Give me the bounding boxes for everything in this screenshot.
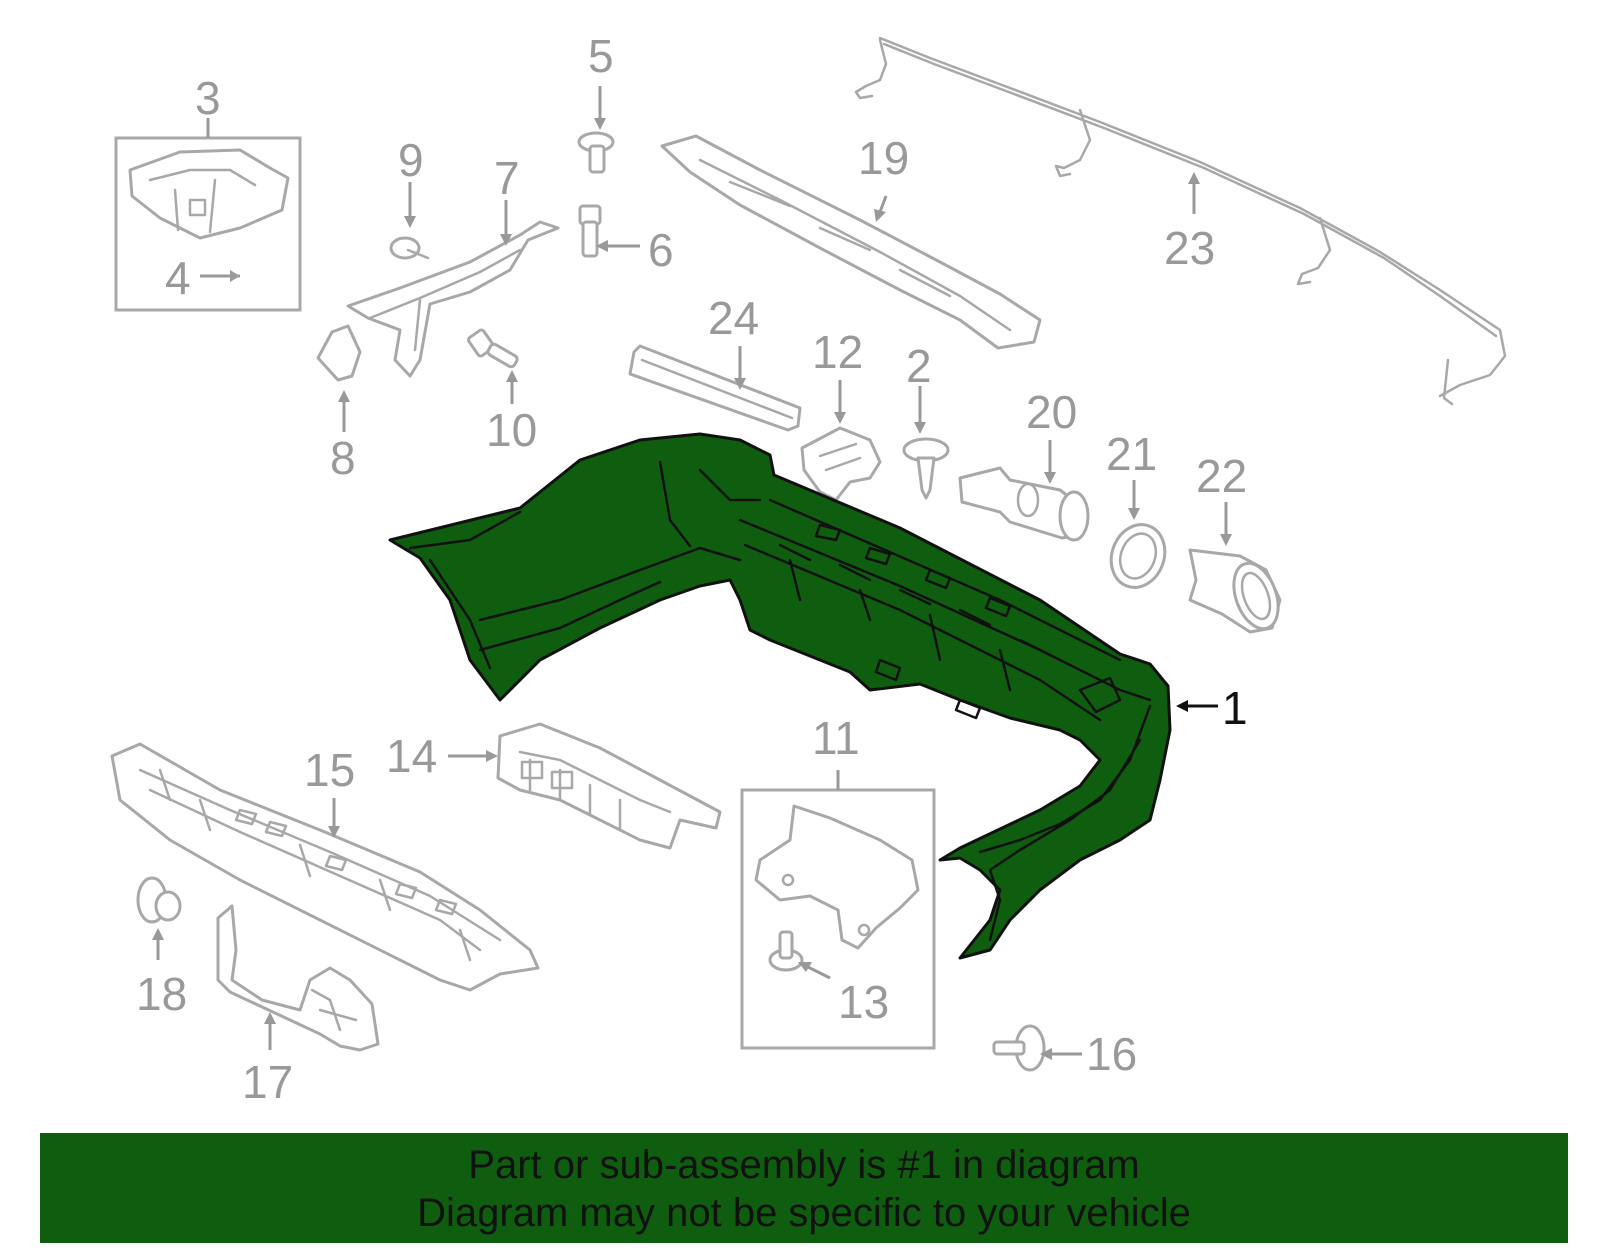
callout-11[interactable]: 11 bbox=[812, 712, 860, 764]
part-15-energy-absorber[interactable] bbox=[110, 742, 540, 992]
callout-15[interactable]: 15 bbox=[304, 744, 355, 796]
callout-7[interactable]: 7 bbox=[494, 152, 520, 204]
part-18-retainer[interactable] bbox=[136, 876, 182, 924]
part-3-group[interactable] bbox=[114, 118, 302, 312]
part-22-sensor-holder[interactable] bbox=[1188, 548, 1286, 635]
part-17-bracket[interactable] bbox=[216, 904, 380, 1052]
callout-5[interactable]: 5 bbox=[588, 30, 614, 82]
info-banner: Part or sub-assembly is #1 in diagram Di… bbox=[40, 1133, 1568, 1243]
part-11-group[interactable] bbox=[740, 770, 936, 1050]
callout-19[interactable]: 19 bbox=[858, 132, 909, 184]
callout-16[interactable]: 16 bbox=[1086, 1028, 1137, 1080]
part-6-nut[interactable] bbox=[578, 204, 602, 258]
part-1-bumper-cover[interactable] bbox=[388, 432, 1172, 960]
callout-23[interactable]: 23 bbox=[1164, 222, 1215, 274]
callout-1[interactable]: 1 bbox=[1222, 682, 1248, 734]
part-5-push-pin[interactable] bbox=[577, 131, 615, 174]
banner-line-1: Part or sub-assembly is #1 in diagram bbox=[468, 1143, 1140, 1187]
part-12-bracket[interactable] bbox=[800, 426, 882, 502]
callout-14[interactable]: 14 bbox=[386, 730, 437, 782]
callout-12[interactable]: 12 bbox=[812, 326, 863, 378]
callout-21[interactable]: 21 bbox=[1106, 428, 1157, 480]
callout-18[interactable]: 18 bbox=[136, 968, 187, 1020]
callout-6[interactable]: 6 bbox=[648, 224, 674, 276]
part-14-bracket[interactable] bbox=[496, 722, 722, 850]
part-21-sensor-ring[interactable] bbox=[1103, 517, 1174, 595]
callout-24[interactable]: 24 bbox=[708, 292, 759, 344]
leader-lines bbox=[152, 86, 1232, 1060]
callout-22[interactable]: 22 bbox=[1196, 450, 1247, 502]
part-2-clip[interactable] bbox=[902, 437, 950, 500]
part-16-fastener[interactable] bbox=[992, 1024, 1046, 1072]
part-19-reinforcement[interactable] bbox=[660, 134, 1042, 350]
callout-13[interactable]: 13 bbox=[838, 976, 889, 1028]
callout-3[interactable]: 3 bbox=[195, 72, 221, 124]
callout-2[interactable]: 2 bbox=[906, 340, 932, 392]
callout-4[interactable]: 4 bbox=[165, 252, 191, 304]
part-3-bracket bbox=[128, 148, 290, 240]
callout-20[interactable]: 20 bbox=[1026, 386, 1077, 438]
part-7-bracket[interactable] bbox=[316, 220, 560, 382]
callout-17[interactable]: 17 bbox=[242, 1056, 293, 1108]
callout-9[interactable]: 9 bbox=[398, 134, 424, 186]
part-23-wiring-harness[interactable] bbox=[854, 36, 1507, 406]
callout-labels: 1 2 3 4 5 6 7 8 9 10 11 12 13 14 15 16 1… bbox=[136, 30, 1248, 1108]
part-20-parking-sensor[interactable] bbox=[958, 466, 1090, 542]
callout-10[interactable]: 10 bbox=[486, 404, 537, 456]
part-10-bolt[interactable] bbox=[466, 328, 519, 369]
banner-line-2: Diagram may not be specific to your vehi… bbox=[417, 1191, 1191, 1235]
part-24-molding[interactable] bbox=[628, 344, 802, 432]
part-9-clip[interactable] bbox=[389, 236, 430, 260]
callout-8[interactable]: 8 bbox=[330, 432, 356, 484]
